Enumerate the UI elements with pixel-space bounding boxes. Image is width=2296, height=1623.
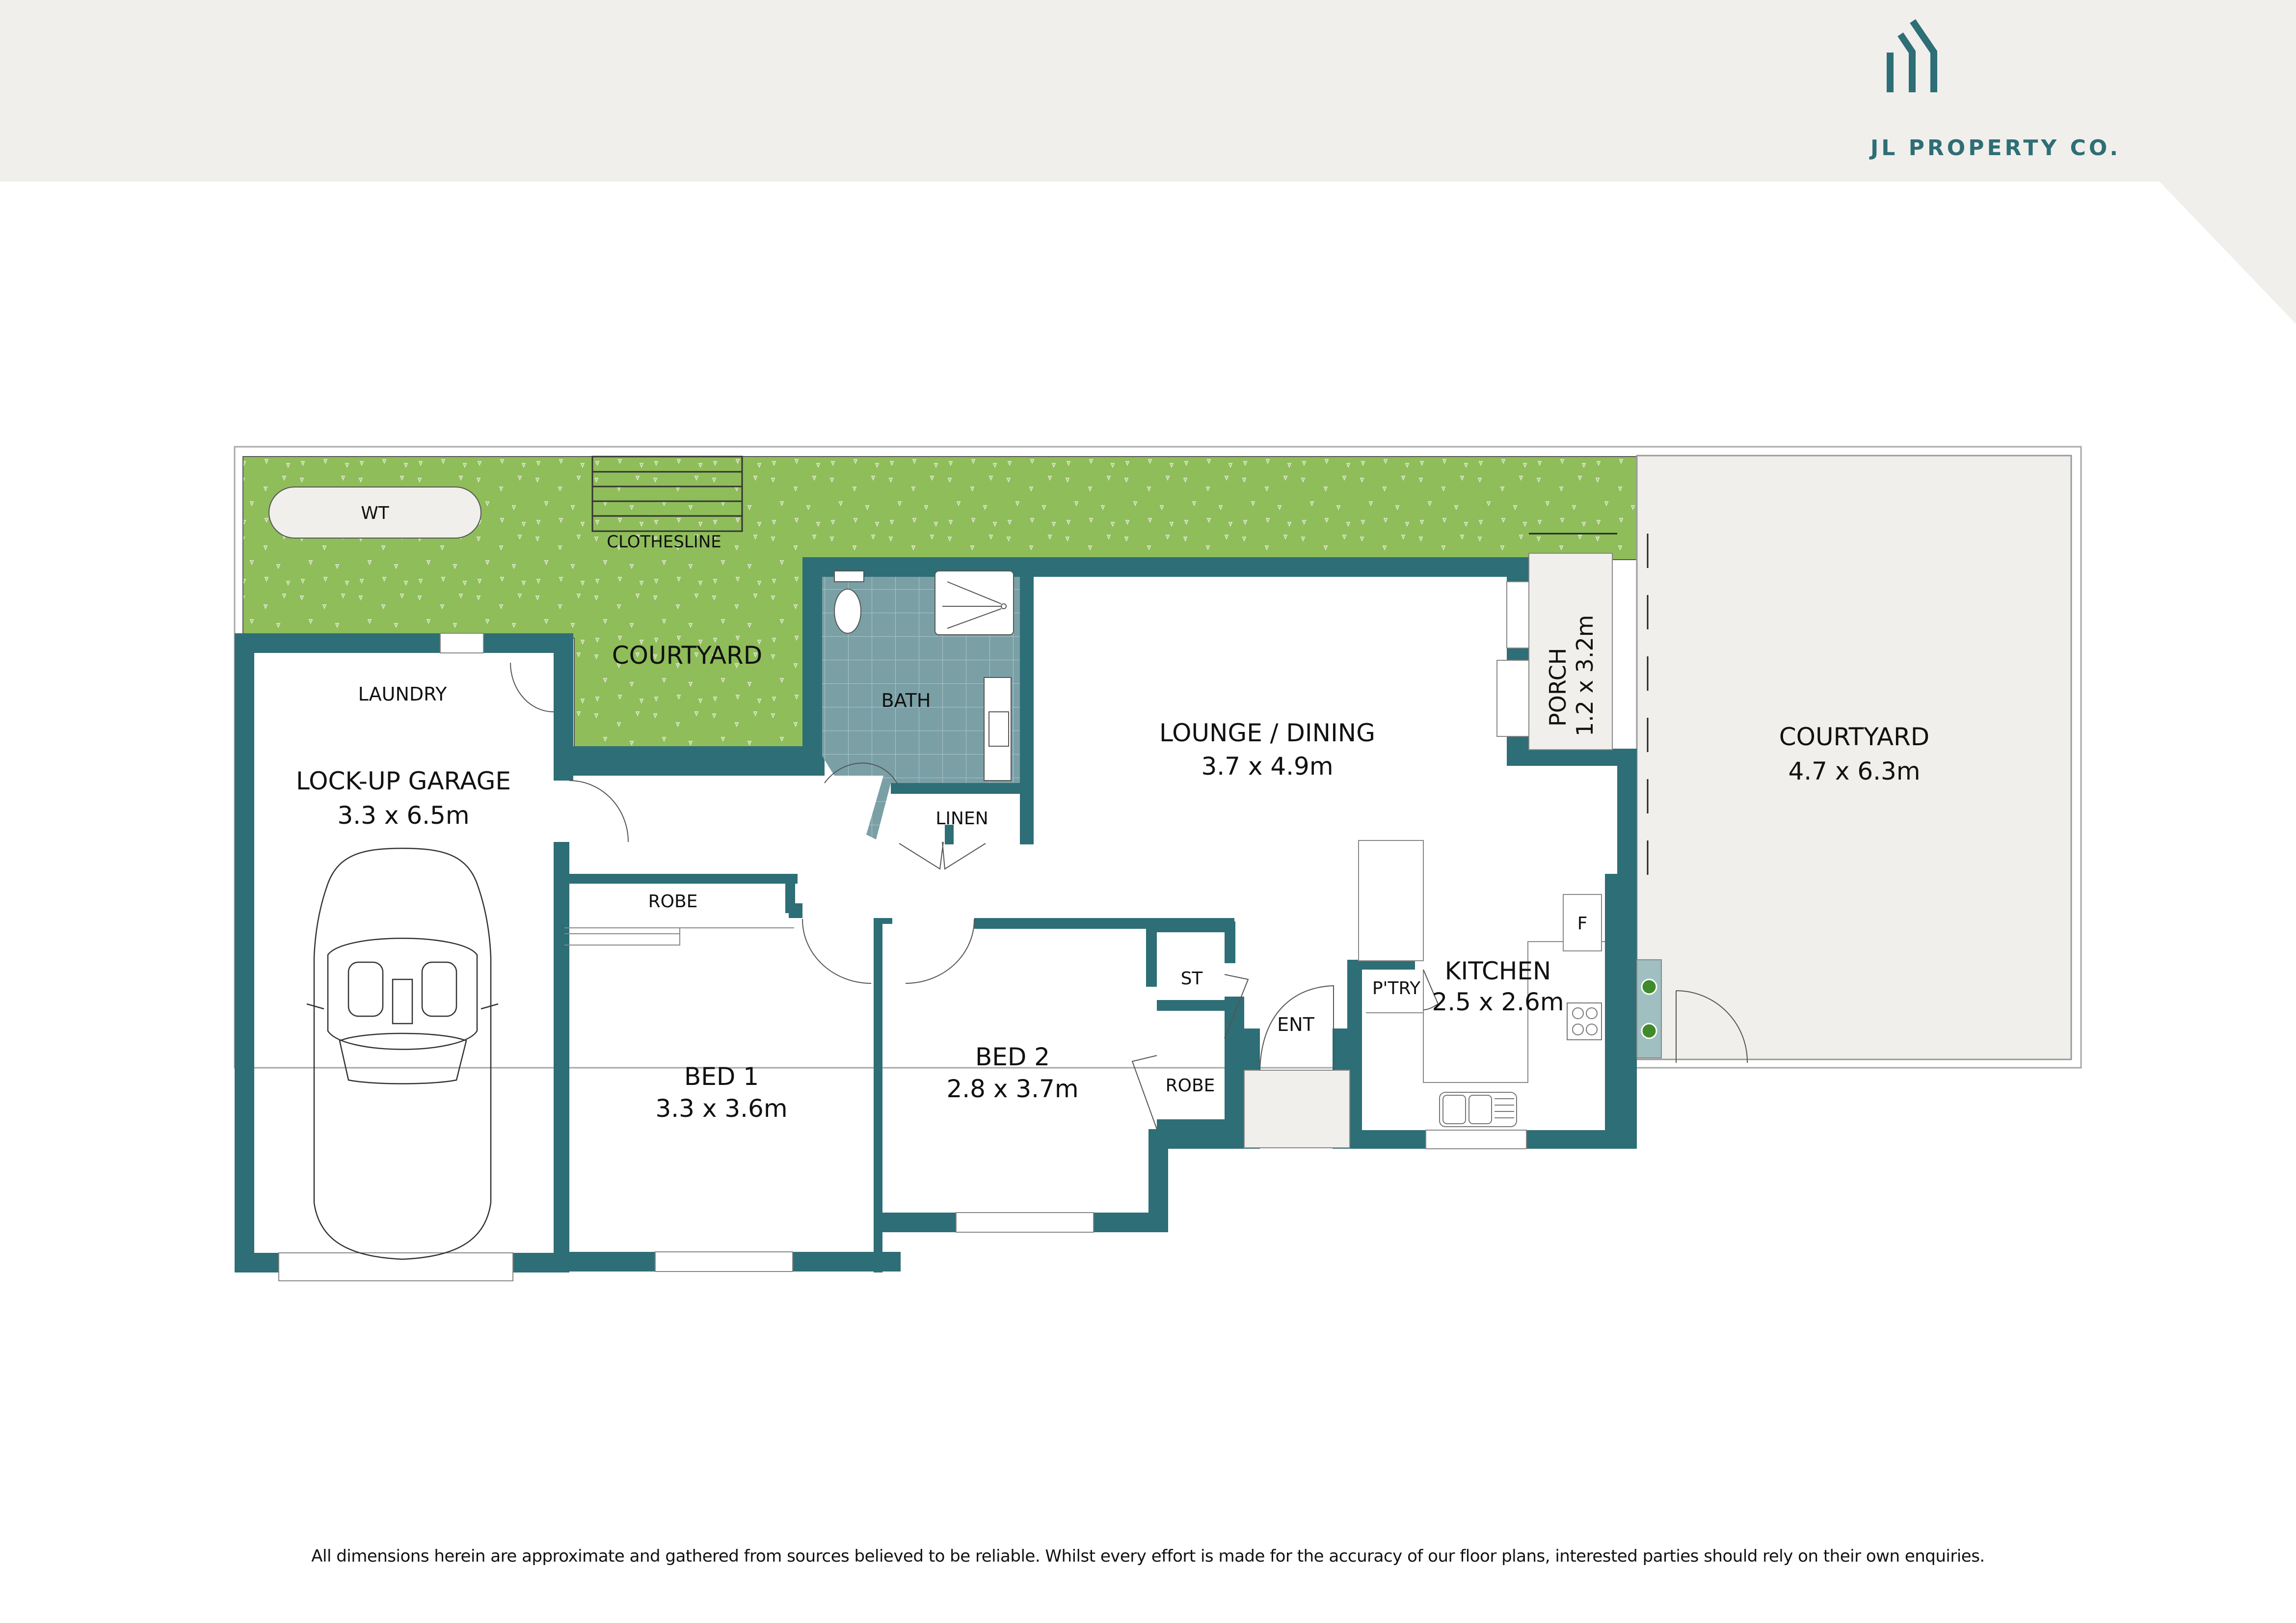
garage-label: LOCK-UP GARAGE	[296, 767, 511, 795]
front-courtyard-size: 4.7 x 6.3m	[1788, 757, 1920, 785]
lounge-size: 3.7 x 4.9m	[1201, 752, 1333, 781]
bed1-door	[801, 919, 872, 984]
brand-name: JL PROPERTY CO.	[1869, 135, 2121, 161]
bath-door	[824, 762, 899, 786]
planter	[1636, 959, 1662, 1058]
bed1-window	[655, 1251, 793, 1272]
front-courtyard	[1636, 455, 2072, 1060]
laundry-door	[510, 662, 554, 712]
garage-door	[278, 1252, 513, 1281]
bed2-robe-door	[1131, 1055, 1157, 1130]
bed2-door	[905, 919, 975, 984]
entry-landing	[1244, 1070, 1350, 1148]
water-tank	[268, 487, 481, 539]
bed1-label: BED 1	[684, 1062, 759, 1091]
bed1-size: 3.3 x 3.6m	[655, 1094, 787, 1123]
bed2-label: BED 2	[975, 1043, 1050, 1071]
laundry-window	[440, 633, 484, 653]
pantry-door	[1423, 969, 1439, 1010]
kitchen-window	[1425, 1130, 1527, 1149]
bed1-robe-doors	[564, 927, 794, 946]
vanity-icon	[984, 677, 1012, 781]
house-lines-icon	[1887, 19, 1937, 92]
shrub-icon	[1641, 978, 1657, 995]
porch-label: PORCH	[1545, 648, 1571, 727]
linen-doors	[899, 841, 986, 870]
kitchen-size: 2.5 x 2.6m	[1432, 988, 1564, 1016]
water-tank-label: WT	[361, 503, 390, 523]
store-door	[1224, 974, 1249, 1039]
walls	[235, 557, 1637, 1272]
kitchen-bench	[1358, 840, 1424, 961]
courtyard-gate	[1676, 990, 1748, 1063]
car-icon	[306, 847, 499, 1260]
front-courtyard-label: COURTYARD	[1779, 723, 1930, 751]
garage-hall-door	[569, 780, 629, 842]
disclaimer: All dimensions herein are approximate an…	[311, 1546, 1985, 1566]
entry-door	[1259, 985, 1334, 1071]
shrub-icon	[1641, 1023, 1657, 1039]
clothesline-icon	[591, 456, 743, 532]
lounge-window-upper	[1506, 581, 1529, 649]
bed1-robe-label: ROBE	[648, 892, 698, 912]
fridge-label: F	[1577, 914, 1588, 934]
kitchen-counter	[1423, 941, 1605, 1083]
bed2-robe-label: ROBE	[1166, 1076, 1215, 1096]
kitchen-label: KITCHEN	[1445, 957, 1551, 985]
entry-label: ENT	[1277, 1014, 1314, 1035]
linen-label: LINEN	[935, 809, 988, 829]
store-label: ST	[1181, 969, 1203, 989]
sink-icon	[1439, 1092, 1517, 1127]
lounge-label: LOUNGE / DINING	[1159, 719, 1375, 747]
fridge	[1563, 894, 1602, 951]
porch	[1528, 553, 1613, 750]
shower-icon	[934, 570, 1014, 635]
clothesline-label: CLOTHESLINE	[607, 532, 721, 552]
toilet-icon	[834, 570, 864, 634]
porch-size: 1.2 x 3.2m	[1572, 615, 1598, 736]
header-band	[0, 0, 2296, 324]
bed2-window	[956, 1212, 1094, 1233]
bath-floor	[822, 577, 1020, 839]
cooktop-icon	[1567, 1002, 1602, 1040]
laundry-label: LAUNDRY	[358, 683, 448, 705]
pantry-label: P'TRY	[1372, 978, 1421, 999]
rear-courtyard-label: COURTYARD	[612, 641, 763, 670]
bath-label: BATH	[881, 690, 931, 711]
lounge-door-porch	[1496, 660, 1529, 737]
garage-size: 3.3 x 6.5m	[337, 801, 469, 830]
bed2-size: 2.8 x 3.7m	[946, 1075, 1078, 1103]
